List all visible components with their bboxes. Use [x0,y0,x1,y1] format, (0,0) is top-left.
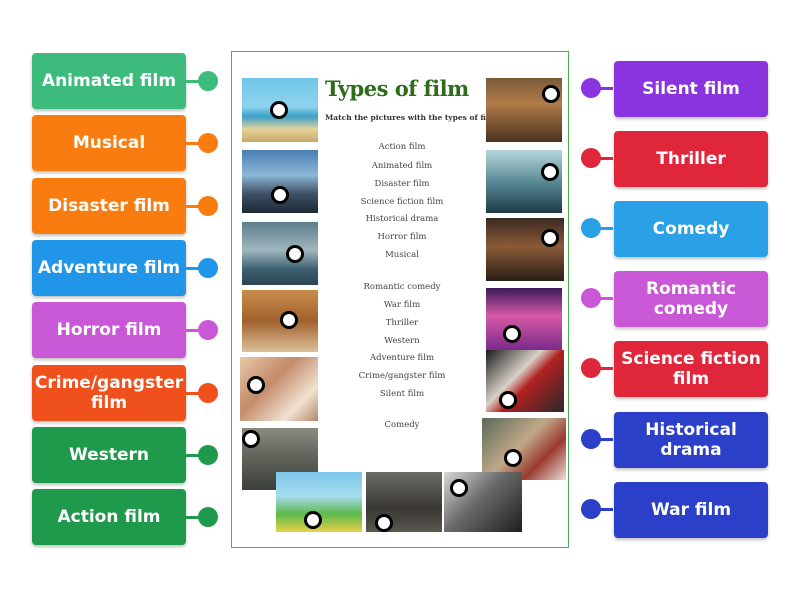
label-romantic-comedy[interactable]: Romantic comedy [614,271,768,327]
match-point[interactable] [271,186,289,204]
photo-shark-poster [486,150,562,213]
match-point[interactable] [270,101,288,119]
label-western[interactable]: Western [32,427,186,483]
connector-science-fiction-film[interactable] [581,358,613,378]
label-thriller[interactable]: Thriller [614,131,768,187]
list-item: Animated film [371,161,433,171]
label-action-film[interactable]: Action film [32,489,186,545]
label-war-film[interactable]: War film [614,482,768,538]
match-point[interactable] [280,311,298,329]
photo-comedy-scene [482,418,566,480]
label-text: Thriller [656,149,726,169]
list-item: Thriller [385,318,419,328]
label-text: Animated film [41,71,177,91]
label-text: Comedy [652,219,730,239]
match-point[interactable] [541,229,559,247]
label-text: Horror film [56,320,162,340]
label-silent-film[interactable]: Silent film [614,61,768,117]
match-point[interactable] [286,245,304,263]
list-item: War film [383,300,421,310]
list-item: Musical [385,250,419,260]
connector-crime-gangster-film[interactable] [186,383,218,403]
connector-comedy[interactable] [581,218,613,238]
match-point[interactable] [304,511,322,529]
match-point[interactable] [375,514,393,532]
label-musical[interactable]: Musical [32,115,186,171]
match-point[interactable] [499,391,517,409]
connector-thriller[interactable] [581,148,613,168]
connector-musical[interactable] [186,133,218,153]
list-item: Western [384,336,420,346]
label-text: Disaster film [48,196,170,216]
label-text: Historical drama [645,420,737,460]
match-point[interactable] [504,449,522,467]
list-item: Science fiction film [360,197,444,207]
list-item: Horror film [377,232,427,242]
label-historical-drama[interactable]: Historical drama [614,412,768,468]
match-point[interactable] [503,325,521,343]
label-text: Silent film [642,79,740,99]
label-disaster-film[interactable]: Disaster film [32,178,186,234]
connector-adventure-film[interactable] [186,258,218,278]
label-animated-film[interactable]: Animated film [32,53,186,109]
worksheet-image: Types of film Match the pictures with th… [231,51,569,548]
label-text: Science fiction film [621,349,761,389]
connector-historical-drama[interactable] [581,429,613,449]
match-point[interactable] [450,479,468,497]
connector-silent-film[interactable] [581,78,613,98]
list-item: Adventure film [369,353,435,363]
label-adventure-film[interactable]: Adventure film [32,240,186,296]
connector-disaster-film[interactable] [186,196,218,216]
connector-war-film[interactable] [581,499,613,519]
list-item: Comedy [384,420,420,430]
match-point[interactable] [541,163,559,181]
worksheet-title: Types of film [325,76,469,101]
photo-action-hero [486,218,564,281]
label-text: War film [650,500,732,520]
label-science-fiction-film[interactable]: Science fiction film [614,341,768,397]
photo-storm-wave [242,222,318,285]
connector-action-film[interactable] [186,507,218,527]
connector-animated-film[interactable] [186,71,218,91]
label-text: Western [69,445,149,465]
list-item: Romantic comedy [363,282,441,292]
label-text: Action film [57,507,161,527]
label-text: Musical [72,133,146,153]
match-point[interactable] [542,85,560,103]
photo-dancers [486,288,562,350]
connector-western[interactable] [186,445,218,465]
label-text: Adventure film [37,258,181,278]
label-crime-gangster-film[interactable]: Crime/gangster film [32,365,186,421]
list-item: Disaster film [374,179,430,189]
list-item: Crime/gangster film [358,371,446,381]
connector-horror-film[interactable] [186,320,218,340]
connector-romantic-comedy[interactable] [581,288,613,308]
label-comedy[interactable]: Comedy [614,201,768,257]
list-item: Historical drama [365,214,439,224]
list-item: Silent film [379,389,425,399]
label-horror-film[interactable]: Horror film [32,302,186,358]
photo-face-paint [486,350,564,412]
list-item: Action film [378,142,426,152]
match-point[interactable] [247,376,265,394]
worksheet-subtitle: Match the pictures with the types of fil… [325,113,497,122]
match-point[interactable] [242,430,260,448]
label-text: Romantic comedy [645,279,737,319]
label-text: Crime/gangster film [34,373,184,413]
